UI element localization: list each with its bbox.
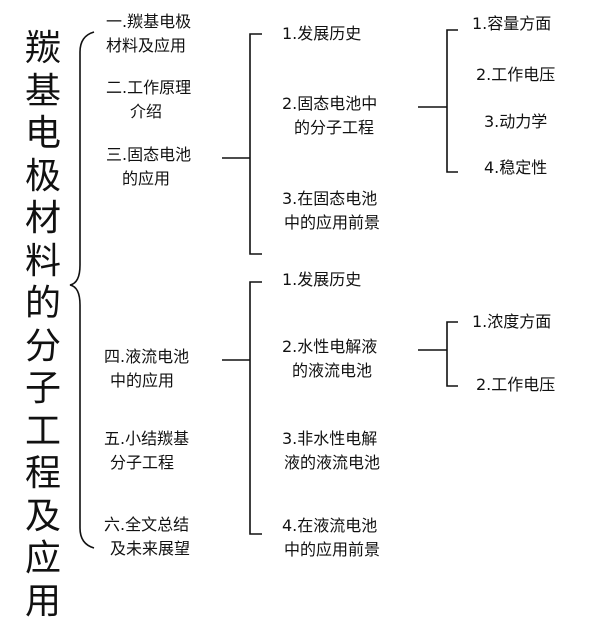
node-line: 材料及应用 bbox=[106, 34, 191, 58]
engineering-item-4: 4.稳定性 bbox=[484, 156, 547, 180]
node-line: 分子工程 bbox=[104, 451, 189, 475]
engineering-item-2: 2.工作电压 bbox=[476, 63, 555, 87]
node-line: 的液流电池 bbox=[282, 359, 377, 383]
node-line: 的应用 bbox=[106, 167, 191, 191]
node-line: 介绍 bbox=[106, 100, 191, 124]
chapter-node-5: 五.小结羰基 分子工程 bbox=[104, 427, 189, 475]
node-line: 六.全文总结 bbox=[104, 513, 190, 537]
node-line: 2.工作电压 bbox=[476, 63, 555, 87]
flow-battery-item-4: 4.在液流电池 中的应用前景 bbox=[282, 514, 380, 562]
aqueous-item-2: 2.工作电压 bbox=[476, 373, 555, 397]
root-title-char: 分 bbox=[22, 326, 64, 369]
solid-state-item-3: 3.在固态电池 中的应用前景 bbox=[282, 187, 380, 235]
node-line: 中的应用 bbox=[104, 369, 189, 393]
root-title-char: 程 bbox=[22, 453, 64, 496]
chapter-node-2: 二.工作原理 介绍 bbox=[106, 76, 191, 124]
root-title-char: 应 bbox=[22, 538, 64, 581]
flow-battery-item-1: 1.发展历史 bbox=[282, 268, 361, 292]
engineering-item-1: 1.容量方面 bbox=[472, 12, 551, 36]
node-line: 四.液流电池 bbox=[104, 345, 189, 369]
node-line: 及未来展望 bbox=[104, 537, 190, 561]
root-title-char: 料 bbox=[22, 241, 64, 284]
root-title-char: 工 bbox=[22, 411, 64, 454]
solid-state-brace bbox=[222, 34, 262, 254]
node-line: 液的液流电池 bbox=[282, 451, 380, 475]
node-line: 中的应用前景 bbox=[282, 538, 380, 562]
node-line: 的分子工程 bbox=[282, 116, 377, 140]
node-line: 3.非水性电解 bbox=[282, 427, 380, 451]
chapter-node-3: 三.固态电池 的应用 bbox=[106, 143, 191, 191]
node-line: 1.浓度方面 bbox=[472, 310, 551, 334]
node-line: 1.容量方面 bbox=[472, 12, 551, 36]
chapter-node-6: 六.全文总结 及未来展望 bbox=[104, 513, 190, 561]
engineering-brace bbox=[418, 30, 458, 172]
root-title-char: 材 bbox=[22, 198, 64, 241]
node-line: 2.水性电解液 bbox=[282, 335, 377, 359]
solid-state-item-1: 1.发展历史 bbox=[282, 22, 361, 46]
mind-map-diagram: 羰 基 电 极 材 料 的 分 子 工 程 及 应 用 一.羰基电极 材料及应用… bbox=[0, 0, 600, 578]
node-line: 2.工作电压 bbox=[476, 373, 555, 397]
node-line: 4.在液流电池 bbox=[282, 514, 380, 538]
root-title: 羰 基 电 极 材 料 的 分 子 工 程 及 应 用 bbox=[22, 28, 64, 623]
solid-state-item-2: 2.固态电池中 的分子工程 bbox=[282, 92, 377, 140]
root-title-char: 极 bbox=[22, 156, 64, 199]
chapter-node-1: 一.羰基电极 材料及应用 bbox=[106, 10, 191, 58]
node-line: 3.在固态电池 bbox=[282, 187, 380, 211]
node-line: 一.羰基电极 bbox=[106, 10, 191, 34]
node-line: 中的应用前景 bbox=[282, 211, 380, 235]
aqueous-brace bbox=[418, 322, 458, 386]
root-title-char: 基 bbox=[22, 71, 64, 114]
flow-battery-item-3: 3.非水性电解 液的液流电池 bbox=[282, 427, 380, 475]
root-title-char: 的 bbox=[22, 283, 64, 326]
node-line: 1.发展历史 bbox=[282, 22, 361, 46]
engineering-item-3: 3.动力学 bbox=[484, 110, 547, 134]
flow-battery-brace bbox=[222, 282, 262, 534]
node-line: 4.稳定性 bbox=[484, 156, 547, 180]
node-line: 三.固态电池 bbox=[106, 143, 191, 167]
node-line: 二.工作原理 bbox=[106, 76, 191, 100]
root-title-char: 羰 bbox=[22, 28, 64, 71]
flow-battery-item-2: 2.水性电解液 的液流电池 bbox=[282, 335, 377, 383]
root-title-char: 及 bbox=[22, 496, 64, 539]
node-line: 1.发展历史 bbox=[282, 268, 361, 292]
chapter-node-4: 四.液流电池 中的应用 bbox=[104, 345, 189, 393]
aqueous-item-1: 1.浓度方面 bbox=[472, 310, 551, 334]
root-brace bbox=[70, 32, 94, 548]
node-line: 3.动力学 bbox=[484, 110, 547, 134]
root-title-char: 用 bbox=[22, 581, 64, 623]
node-line: 五.小结羰基 bbox=[104, 427, 189, 451]
root-title-char: 电 bbox=[22, 113, 64, 156]
root-title-char: 子 bbox=[22, 368, 64, 411]
node-line: 2.固态电池中 bbox=[282, 92, 377, 116]
